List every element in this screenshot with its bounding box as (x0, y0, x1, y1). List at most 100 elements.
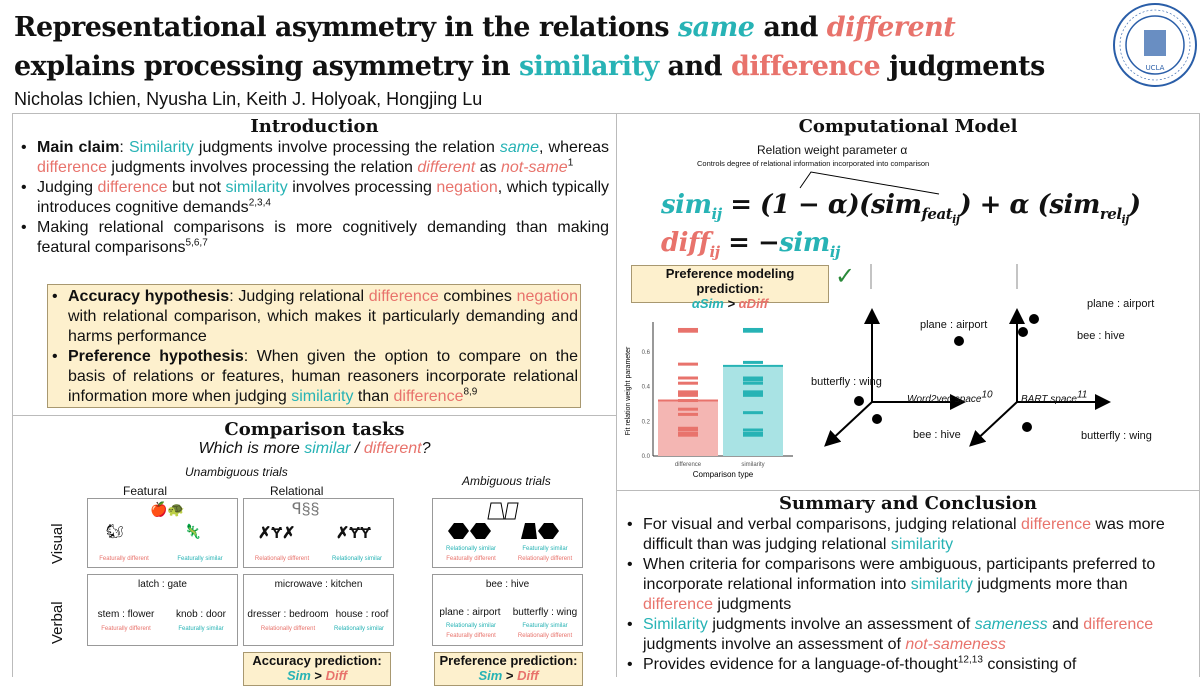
data-point (743, 327, 763, 331)
text-segment: Main claim (37, 139, 120, 156)
visual-row-label: Visual (49, 523, 66, 564)
option-label: Featurally different (446, 556, 496, 562)
data-point (678, 399, 698, 403)
text-segment: and (1047, 616, 1084, 633)
similarity-equation: simij = (1 − α)(simfeatij) + α (simrelij… (661, 190, 1141, 227)
chameleon-icon: 🦎 (184, 523, 202, 539)
bart-space-label: BART space11 (1021, 390, 1087, 405)
x-tick-label: similarity (741, 462, 764, 468)
x-tick-label: difference (675, 462, 702, 468)
difference-term: different (417, 159, 476, 176)
text-segment: and (658, 51, 731, 82)
param-desc: Controls degree of relational informatio… (697, 159, 930, 168)
data-point (743, 392, 763, 396)
option-label: Featurally similar (522, 623, 568, 629)
squirrel-icon: 🐿 (106, 523, 124, 539)
bullet-item: Main claim: Similarity judgments involve… (17, 138, 609, 178)
option-label: Relationally similar (331, 556, 382, 562)
x-axis-label: Comparison type (693, 470, 754, 479)
text-segment: 12,13 (957, 654, 983, 666)
alpha-sim: αSim (691, 296, 724, 311)
data-point (678, 329, 698, 333)
text-segment: / (350, 440, 364, 457)
option-label: Relationally similar (445, 546, 496, 552)
option-label: Featurally different (99, 556, 149, 562)
data-point (743, 431, 763, 435)
accuracy-prediction-title: Accuracy prediction: (252, 653, 382, 668)
similarity-term: Similarity (643, 616, 708, 633)
text-segment: combines (438, 288, 517, 305)
hypotheses-box: Accuracy hypothesis: Judging relational … (47, 284, 581, 408)
y-tick-label: 0.0 (642, 454, 651, 460)
difference-term: different (826, 12, 956, 43)
source-pair: latch : gate (138, 579, 187, 590)
verbal-featural-trial: latch : gate stem : flower knob : door F… (87, 574, 238, 646)
data-point (743, 329, 763, 333)
option-pair: plane : airport (439, 607, 501, 618)
text-segment: explains processing asymmetry in (14, 51, 519, 82)
difference-term: not-same (500, 159, 568, 176)
data-point (678, 327, 698, 331)
brace-lines (799, 171, 1018, 289)
data-point (743, 376, 763, 380)
sim-term: Sim (478, 668, 503, 683)
accuracy-prediction-box: Accuracy prediction: Sim > Diff (243, 652, 391, 686)
text-segment: judgments involve an assessment of (643, 636, 906, 653)
data-point (678, 390, 698, 394)
introduction-heading: Introduction (250, 116, 379, 137)
point-bee-hive (872, 414, 882, 424)
text-segment: 5,6,7 (185, 237, 208, 249)
visual-ambiguous-trial: Relationally similar Featurally differen… (432, 498, 583, 568)
option-label: Featurally similar (178, 626, 224, 632)
difference-term: difference (368, 288, 439, 305)
text-segment: judgments (880, 51, 1045, 82)
option-label: Featurally similar (522, 546, 568, 552)
data-point (743, 381, 763, 385)
difference-term: negation (516, 288, 579, 305)
option-label: Relationally different (517, 633, 573, 639)
text-segment: judgments involves processing the relati… (106, 159, 418, 176)
text-segment: : Judging relational (229, 288, 369, 305)
space-name: BART space (1021, 394, 1077, 405)
y-tick-label: 0.2 (642, 419, 651, 425)
text-segment: but not (167, 179, 226, 196)
difference-equation: diffij = −simij (661, 228, 840, 262)
ucla-seal-logo: UCLA (1112, 2, 1198, 88)
text-segment: ? (421, 440, 431, 457)
bart-label-bee: bee : hive (1077, 330, 1125, 342)
text-segment: judgments (712, 596, 792, 613)
text-segment: 8,9 (463, 386, 478, 398)
bullet-item: Similarity judgments involve an assessme… (623, 615, 1183, 655)
difference-term: not-sameness (905, 636, 1006, 653)
option-label: Relationally different (254, 556, 310, 562)
bullet-item: Making relational comparisons is more co… (17, 218, 609, 258)
sim-term: Sim (286, 668, 311, 683)
text-segment: , whereas (539, 139, 610, 156)
difference-term: negation (436, 179, 498, 196)
text-segment: When criteria for comparisons were ambig… (643, 556, 1156, 593)
data-point (678, 362, 698, 366)
bullet-item: Provides evidence for a language-of-thou… (623, 655, 1183, 675)
data-point (678, 426, 698, 430)
similarity-term: Similarity (128, 139, 194, 156)
preference-modeling-box: Preference modeling prediction: αSim > α… (631, 265, 829, 311)
summary-bullets: For visual and verbal comparisons, judgi… (623, 515, 1183, 675)
data-point (678, 428, 698, 432)
text-segment: Representational asymmetry in the relati… (14, 12, 678, 43)
similarity-term: sameness (974, 616, 1048, 633)
verbal-row-label: Verbal (49, 601, 66, 644)
text-segment: Judging (37, 179, 98, 196)
computational-model-heading: Computational Model (798, 116, 1018, 137)
bart-label-butterfly: butterfly : wing (1081, 430, 1152, 442)
introduction-panel: Introduction Main claim: Similarity judg… (12, 113, 617, 416)
text-segment: Preference hypothesis (68, 348, 244, 365)
option-pair: butterfly : wing (512, 607, 578, 618)
data-point (678, 412, 698, 416)
difference-term: difference (97, 179, 168, 196)
text-segment: Making relational comparisons is more co… (37, 219, 609, 256)
text-segment: 1 (567, 157, 574, 169)
text-segment: consisting of (982, 656, 1077, 673)
black-shapes-icon: ✗ɎɎ (336, 525, 371, 542)
difference-term: difference (37, 159, 107, 176)
option-label: Relationally similar (333, 626, 384, 632)
